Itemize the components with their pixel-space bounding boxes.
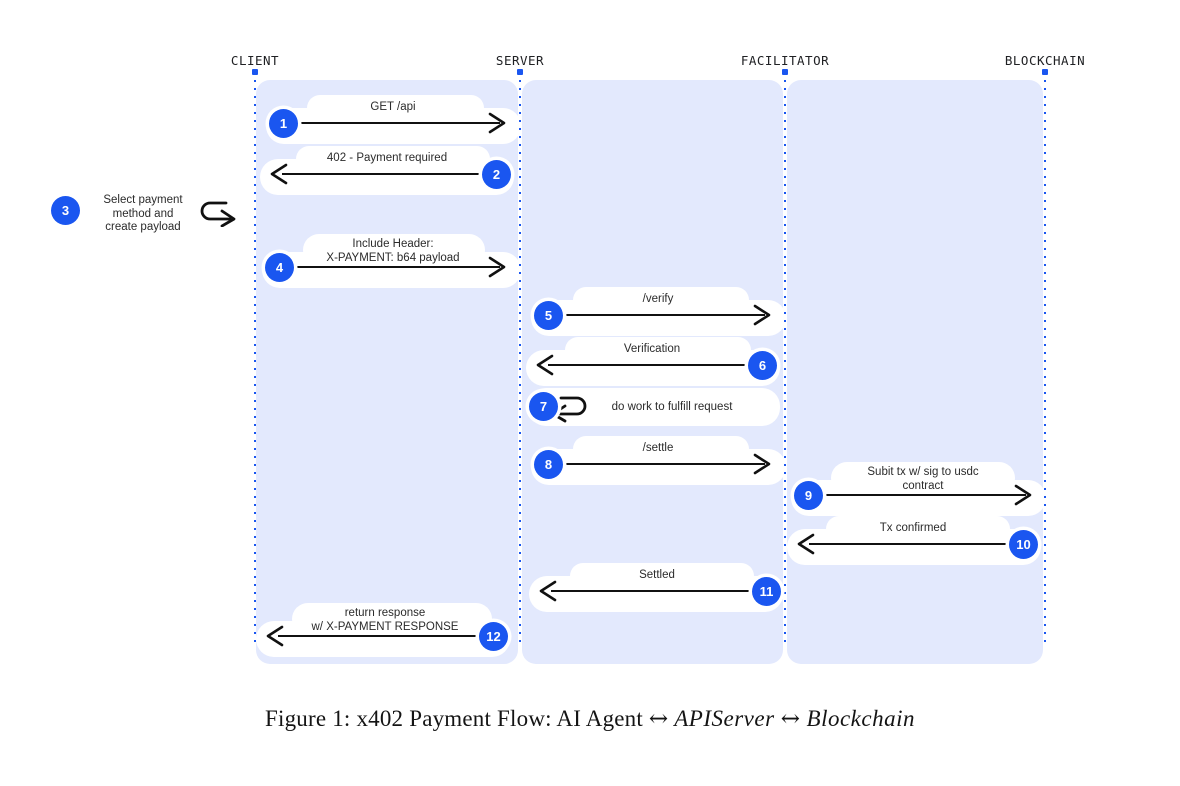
- step-badge-12[interactable]: 12: [479, 622, 508, 651]
- step-badge-3[interactable]: 3: [51, 196, 80, 225]
- message-arrow-backdrop: [529, 576, 783, 612]
- arrow-line-12: [278, 635, 486, 638]
- step-badge-8[interactable]: 8: [534, 450, 563, 479]
- message-arrow-backdrop: [531, 300, 786, 336]
- step-badge-11[interactable]: 11: [752, 577, 781, 606]
- arrow-head-left-12: [264, 625, 284, 647]
- step-badge-10[interactable]: 10: [1009, 530, 1038, 559]
- caption-math-apiserver: APIServer: [668, 706, 781, 731]
- step-badge-1[interactable]: 1: [269, 109, 298, 138]
- arrow-head-left-6: [534, 354, 554, 376]
- step-badge-4[interactable]: 4: [265, 253, 294, 282]
- message-label-1: GET /api: [370, 101, 416, 113]
- arrow-head-left-11: [537, 580, 557, 602]
- message-arrow-backdrop: [260, 159, 514, 195]
- step-badge-9[interactable]: 9: [794, 481, 823, 510]
- arrow-head-right-9: [1014, 484, 1034, 506]
- arrow-line-5: [556, 314, 765, 317]
- caption-arrow-2: ↔: [780, 706, 801, 732]
- arrow-head-right-4: [488, 256, 508, 278]
- step-badge-2[interactable]: 2: [482, 160, 511, 189]
- figure-caption: Figure 1: x402 Payment Flow: AI Agent ↔ …: [0, 706, 1180, 732]
- lifeline-client: [254, 72, 256, 642]
- message-label-11: Settled: [639, 569, 675, 581]
- step-badge-7[interactable]: 7: [529, 392, 558, 421]
- message-arrow-backdrop: [262, 252, 521, 288]
- arrow-line-8: [556, 463, 765, 466]
- actor-header-server: SERVER: [495, 53, 545, 68]
- message-label-3: Select payment method and create payload: [103, 194, 183, 233]
- lifeline-server: [519, 72, 521, 642]
- lifeline-blockchain: [1044, 72, 1046, 642]
- arrow-head-right-1: [488, 112, 508, 134]
- message-arrow-backdrop: [791, 480, 1046, 516]
- caption-prefix: Figure 1: x402 Payment Flow: AI Agent: [265, 706, 649, 731]
- message-label-6: Verification: [623, 343, 681, 355]
- arrow-head-left-2: [268, 163, 288, 185]
- activation-band-facilitator: [787, 80, 1043, 664]
- message-label-12: return response w/ X-PAYMENT RESPONSE: [311, 607, 459, 633]
- message-label-10: Tx confirmed: [879, 522, 947, 534]
- lifeline-facilitator: [784, 72, 786, 642]
- step-badge-6[interactable]: 6: [748, 351, 777, 380]
- message-arrow-backdrop: [256, 621, 510, 657]
- arrow-head-left-10: [795, 533, 815, 555]
- message-label-9: Subit tx w/ sig to usdc contract: [867, 466, 979, 492]
- arrow-line-11: [551, 590, 759, 593]
- message-label-2: 402 - Payment required: [326, 152, 448, 164]
- arrow-line-6: [548, 364, 756, 367]
- actor-header-facilitator: FACILITATOR: [740, 53, 830, 68]
- message-label-5: /verify: [642, 293, 674, 305]
- message-label-8: /settle: [642, 442, 674, 454]
- arrow-line-2: [282, 173, 490, 176]
- arrow-line-9: [817, 494, 1026, 497]
- message-label-7: do work to fulfill request: [611, 401, 733, 413]
- arrow-head-right-8: [753, 453, 773, 475]
- self-loop-arrow-icon-3: [198, 195, 240, 227]
- actor-header-client: CLIENT: [230, 53, 280, 68]
- caption-math-blockchain: Blockchain: [800, 706, 915, 731]
- caption-arrow-1: ↔: [648, 706, 669, 732]
- message-arrow-backdrop: [531, 449, 786, 485]
- self-message-backdrop-7: [528, 388, 780, 426]
- arrow-head-right-5: [753, 304, 773, 326]
- actor-header-blockchain: BLOCKCHAIN: [1004, 53, 1086, 68]
- arrow-line-10: [809, 543, 1017, 546]
- message-label-4: Include Header: X-PAYMENT: b64 payload: [326, 238, 460, 264]
- arrow-line-1: [291, 122, 500, 125]
- message-arrow-backdrop: [787, 529, 1041, 565]
- arrow-line-4: [288, 266, 500, 269]
- step-badge-5[interactable]: 5: [534, 301, 563, 330]
- message-arrow-backdrop: [526, 350, 780, 386]
- message-arrow-backdrop: [266, 108, 521, 144]
